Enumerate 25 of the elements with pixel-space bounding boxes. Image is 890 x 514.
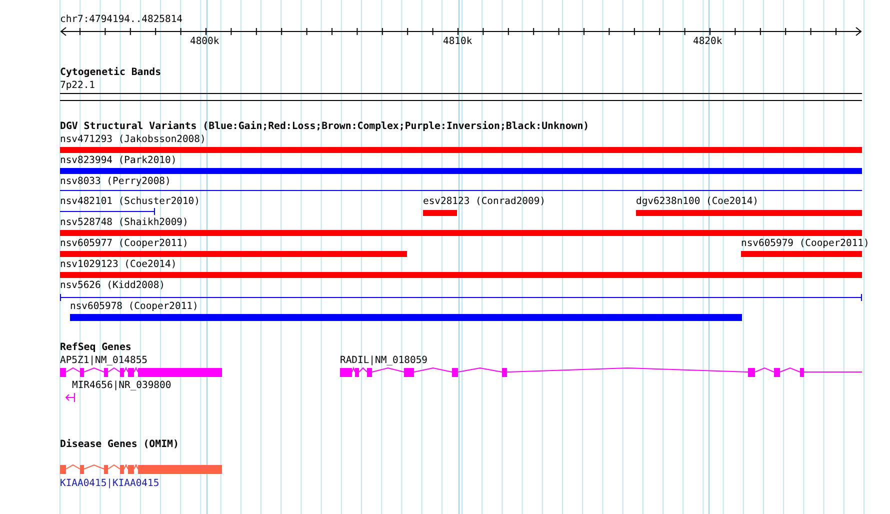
gene-label: KIAA0415|KIAA0415 (60, 478, 160, 490)
tick-label: 4820k (693, 36, 722, 48)
band-label: 7p22.1 (60, 80, 95, 92)
variant-label: nsv528748 (Shaikh2009) (60, 217, 188, 229)
track-title: Cytogenetic Bands (60, 67, 162, 79)
variant-label: nsv1029123 (Coe2014) (60, 259, 177, 271)
variant-label: dgv6238n100 (Coe2014) (636, 196, 758, 208)
variant-label: nsv482101 (Schuster2010) (60, 196, 200, 208)
variant-label: esv28123 (Conrad2009) (423, 196, 546, 208)
variant-label: nsv605977 (Cooper2011) (60, 238, 188, 250)
track-title: Disease Genes (OMIM) (60, 439, 179, 451)
variant-label: nsv8033 (Perry2008) (60, 176, 171, 188)
variant-label: nsv5626 (Kidd2008) (60, 280, 165, 292)
track-title: DGV Structural Variants (Blue:Gain;Red:Loss;Brown:Complex;Purple:Inversion;Black:Unknown) (60, 121, 590, 133)
gene-label: AP5Z1|NM_014855 (60, 355, 148, 367)
tick-label: 4800k (190, 36, 220, 48)
variant-label: nsv823994 (Park2010) (60, 155, 177, 167)
variant-label: nsv605979 (Cooper2011) (741, 238, 870, 250)
coordinate-label: chr7:4794194..4825814 (60, 14, 182, 26)
track-title: RefSeq Genes (60, 342, 132, 354)
tick-label: 4810k (443, 36, 472, 48)
variant-label: nsv605978 (Cooper2011) (70, 301, 198, 313)
variant-label: nsv471293 (Jakobsson2008) (60, 134, 206, 146)
gene-label: RADIL|NM_018059 (340, 355, 428, 367)
gene-label: MIR4656|NR_039800 (72, 380, 172, 392)
